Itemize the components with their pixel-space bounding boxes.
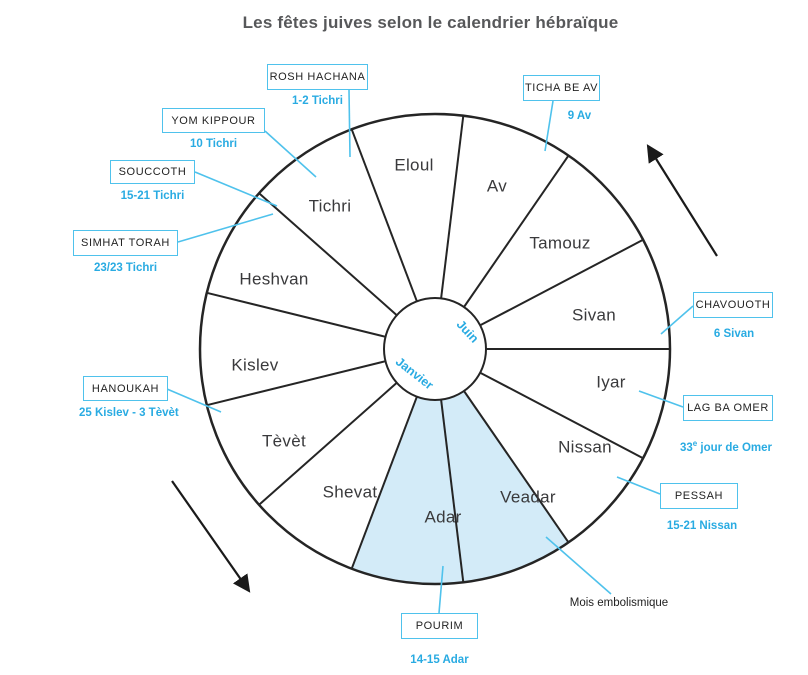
holiday-box-lag-ba-omer: LAG BA OMER bbox=[683, 395, 773, 421]
month-label-kislev: Kislev bbox=[231, 355, 278, 374]
embolismic-month-annotation: Mois embolismique bbox=[569, 597, 669, 609]
holiday-box-rosh-hachana: ROSH HACHANA bbox=[267, 64, 368, 90]
holiday-name: SIMHAT TORAH bbox=[81, 237, 170, 249]
month-label-shevat: Shevat bbox=[323, 482, 378, 501]
date-text: jour de Omer bbox=[697, 441, 773, 454]
segment-divider-lines bbox=[206, 115, 670, 583]
leader-lines bbox=[166, 89, 694, 614]
wheel-outer-ring bbox=[198, 112, 672, 586]
leader-rosh-hachana bbox=[348, 89, 351, 158]
holiday-box-ticha-be-av: TICHA BE AV bbox=[523, 75, 600, 101]
month-label-iyar: Iyar bbox=[596, 372, 626, 391]
holiday-box-pourim: POURIM bbox=[401, 613, 478, 639]
holiday-date-ticha-be-av: 9 Av bbox=[567, 110, 592, 122]
holiday-box-souccoth: SOUCCOTH bbox=[110, 160, 195, 184]
holiday-name: SOUCCOTH bbox=[118, 166, 187, 178]
month-label-eloul: Eloul bbox=[394, 155, 433, 174]
month-label-av: Av bbox=[487, 176, 507, 195]
holiday-name: POURIM bbox=[415, 620, 464, 632]
holiday-name: YOM KIPPOUR bbox=[171, 114, 256, 127]
holiday-name: HANOUKAH bbox=[91, 382, 160, 395]
holiday-name: CHAVOUOTH bbox=[695, 299, 771, 311]
leader-yom-kippour bbox=[264, 130, 317, 178]
date-number: 33 bbox=[679, 441, 693, 454]
month-label-sivan: Sivan bbox=[572, 305, 616, 324]
date-ordinal-suffix: e bbox=[692, 439, 698, 448]
holiday-date-hanoukah: 25 Kislev - 3 Tèvèt bbox=[79, 407, 179, 419]
holiday-box-yom-kippour: YOM KIPPOUR bbox=[162, 108, 265, 133]
adar-highlight-wedge bbox=[351, 349, 464, 584]
leader-souccoth bbox=[194, 171, 278, 207]
holiday-name: ROSH HACHANA bbox=[269, 71, 366, 83]
month-label-tichri: Tichri bbox=[309, 196, 352, 215]
holiday-name: PESSAH bbox=[674, 490, 724, 502]
month-label-heshvan: Heshvan bbox=[239, 269, 308, 288]
holiday-date-simhat-torah: 23/23 Tichri bbox=[93, 262, 158, 274]
leader-ticha-be-av bbox=[544, 100, 554, 152]
leader-chavouoth bbox=[660, 305, 694, 335]
month-label-veadar: Veadar bbox=[500, 487, 556, 506]
holiday-date-chavouoth: 6 Sivan bbox=[713, 328, 755, 340]
month-label-tamouz: Tamouz bbox=[529, 233, 590, 252]
holiday-date-souccoth: 15-21 Tichri bbox=[120, 190, 185, 202]
holiday-name: TICHA BE AV bbox=[524, 82, 599, 94]
month-label-adar: Adar bbox=[424, 507, 461, 526]
holiday-date-rosh-hachana: 1-2 Tichri bbox=[292, 95, 343, 107]
leader-pessah bbox=[616, 476, 661, 495]
holiday-date-pourim: 14-15 Adar bbox=[410, 654, 469, 666]
leader-mois-embolismique bbox=[545, 536, 612, 595]
wheel-hub-circle bbox=[383, 297, 487, 401]
holiday-box-hanoukah: HANOUKAH bbox=[83, 376, 168, 401]
leader-hanoukah bbox=[166, 388, 222, 413]
holiday-date-lag-ba-omer: 33e jour de Omer bbox=[678, 439, 774, 454]
holiday-name: LAG BA OMER bbox=[687, 402, 769, 414]
counterclockwise-arrow-icon bbox=[646, 144, 718, 257]
holiday-box-simhat-torah: SIMHAT TORAH bbox=[73, 230, 178, 256]
holiday-box-chavouoth: CHAVOUOTH bbox=[693, 292, 773, 318]
month-label-tevet: Tèvèt bbox=[262, 431, 306, 450]
leader-simhat-torah bbox=[177, 213, 274, 243]
page-title: Les fêtes juives selon le calendrier héb… bbox=[242, 13, 619, 32]
veadar-highlight-wedge bbox=[435, 349, 569, 583]
counterclockwise-arrow-icon bbox=[171, 480, 251, 593]
holiday-date-pessah: 15-21 Nissan bbox=[666, 520, 738, 532]
month-label-nissan: Nissan bbox=[558, 437, 612, 456]
holiday-date-yom-kippour: 10 Tichri bbox=[189, 138, 238, 150]
leader-lag-ba-omer bbox=[638, 390, 684, 408]
holiday-box-pessah: PESSAH bbox=[660, 483, 738, 509]
leader-pourim bbox=[438, 565, 444, 614]
